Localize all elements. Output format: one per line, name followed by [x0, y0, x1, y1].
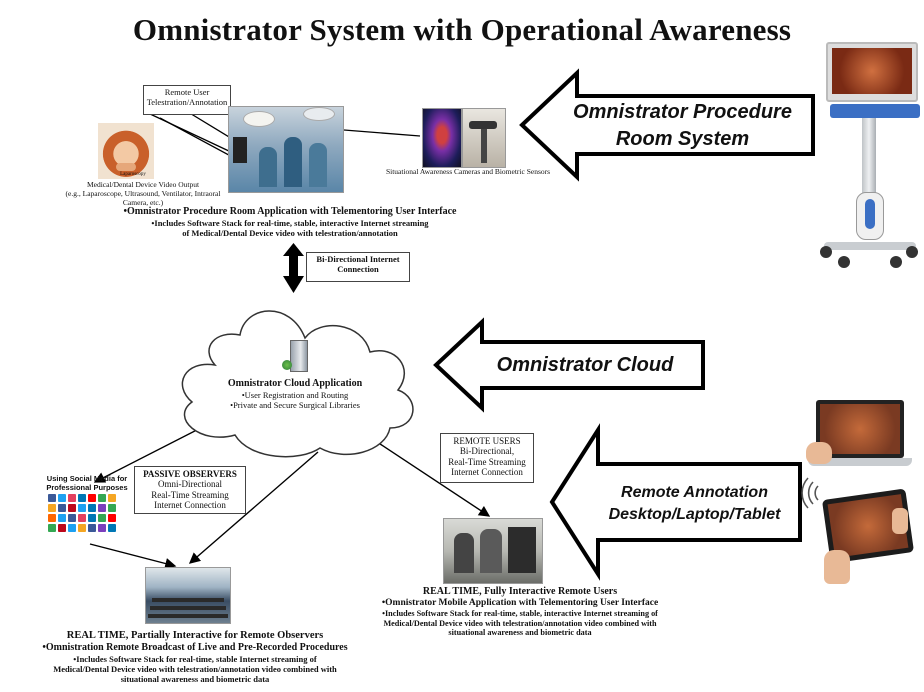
- device-image-label: Laparoscopy: [120, 172, 146, 177]
- workstation: [508, 527, 536, 573]
- cart-wheel: [820, 246, 832, 258]
- arrow-cloud-to-broadcast: [188, 451, 319, 564]
- mobile-caption: REAL TIME, Fully Interactive Remote User…: [381, 586, 659, 638]
- laptop-image: [806, 398, 914, 478]
- tablet-image: [820, 488, 918, 588]
- telestration-line: Telestration/Annotation: [146, 96, 228, 107]
- laptop-base: [808, 458, 912, 466]
- monitor: [233, 137, 247, 163]
- arrow-social-to-broadcast: [89, 543, 177, 569]
- big-left-arrow-remote: [549, 423, 802, 581]
- surgeon-figure: [259, 147, 277, 187]
- operating-room-photo: [228, 106, 344, 193]
- laptop-screen: [816, 400, 904, 458]
- cloud-item: •Private and Secure Surgical Libraries: [230, 399, 360, 410]
- big-left-arrow-cloud: [433, 317, 705, 413]
- cart-battery: [856, 192, 884, 240]
- cloud-item: •User Registration and Routing: [241, 389, 349, 400]
- medical-device-video-image: [98, 123, 154, 179]
- sensor-line: [343, 129, 421, 137]
- passive-observers-box: PASSIVE OBSERVERS Omni-Directional Real-…: [134, 466, 246, 514]
- audience-row: [152, 598, 224, 602]
- person-figure: [480, 529, 502, 573]
- hand: [824, 550, 850, 584]
- remote-users-box: REMOTE USERS Bi-Directional, Real-Time S…: [440, 433, 534, 483]
- hand: [892, 508, 908, 534]
- procedure-cart-image: [818, 42, 922, 276]
- camera-bar: [469, 121, 497, 129]
- audience-row: [150, 606, 226, 610]
- cloud-shape: [181, 310, 414, 458]
- bidirectional-connection-box: Bi-Directional Internet Connection: [306, 252, 410, 282]
- procedure-room-app-caption: •Omnistrator Procedure Room Application …: [123, 206, 457, 238]
- procedure-room-system-label: Omnistrator Procedure Room System: [573, 101, 792, 150]
- situational-camera-image: [462, 108, 506, 168]
- cart-tray: [830, 104, 920, 118]
- surgeon-figure: [309, 143, 327, 187]
- surgeon-figure: [284, 137, 302, 187]
- person-figure: [454, 533, 474, 573]
- sensors-caption: Situational Awareness Cameras and Biomet…: [385, 167, 551, 176]
- biometric-face-scan-image: [422, 108, 462, 168]
- server-icon: [282, 340, 308, 372]
- cloud-title: Omnistrator Cloud Application: [227, 378, 363, 389]
- remote-annotation-label: Remote Annotation Desktop/Laptop/Tablet: [608, 484, 781, 523]
- social-media-icons-grid: [48, 494, 116, 532]
- device-caption: Medical/Dental Device Video Output (e.g.…: [65, 180, 221, 207]
- surgical-light: [243, 111, 275, 127]
- surgical-light: [303, 107, 335, 121]
- hand: [806, 442, 832, 464]
- social-media-label: Using Social Media for Professional Purp…: [46, 474, 128, 492]
- remote-user-photo: [443, 518, 543, 584]
- arrow-cloud-remote: [360, 431, 491, 517]
- page-title: Omnistrator System with Operational Awar…: [132, 12, 792, 47]
- broadcast-caption: REAL TIME, Partially Interactive for Rem…: [42, 630, 348, 685]
- cart-wheel: [906, 246, 918, 258]
- audience-row: [148, 614, 228, 618]
- cloud-label: Omnistrator Cloud: [496, 354, 674, 376]
- auditorium-photo: [145, 567, 231, 624]
- cart-wheel: [838, 256, 850, 268]
- cart-base: [824, 242, 916, 250]
- device-tissue: [116, 163, 136, 171]
- camera-stand: [481, 129, 487, 163]
- cloud-application-text: Omnistrator Cloud Application •User Regi…: [200, 378, 390, 410]
- cart-wheel: [890, 256, 902, 268]
- cart-monitor: [826, 42, 918, 102]
- remote-user-telestration-box: Remote User Telestration/Annotation: [143, 85, 231, 115]
- big-left-arrow-procedure: [519, 68, 815, 182]
- bidirectional-arrow: [283, 243, 304, 293]
- remote-user-line: Remote User: [164, 87, 210, 97]
